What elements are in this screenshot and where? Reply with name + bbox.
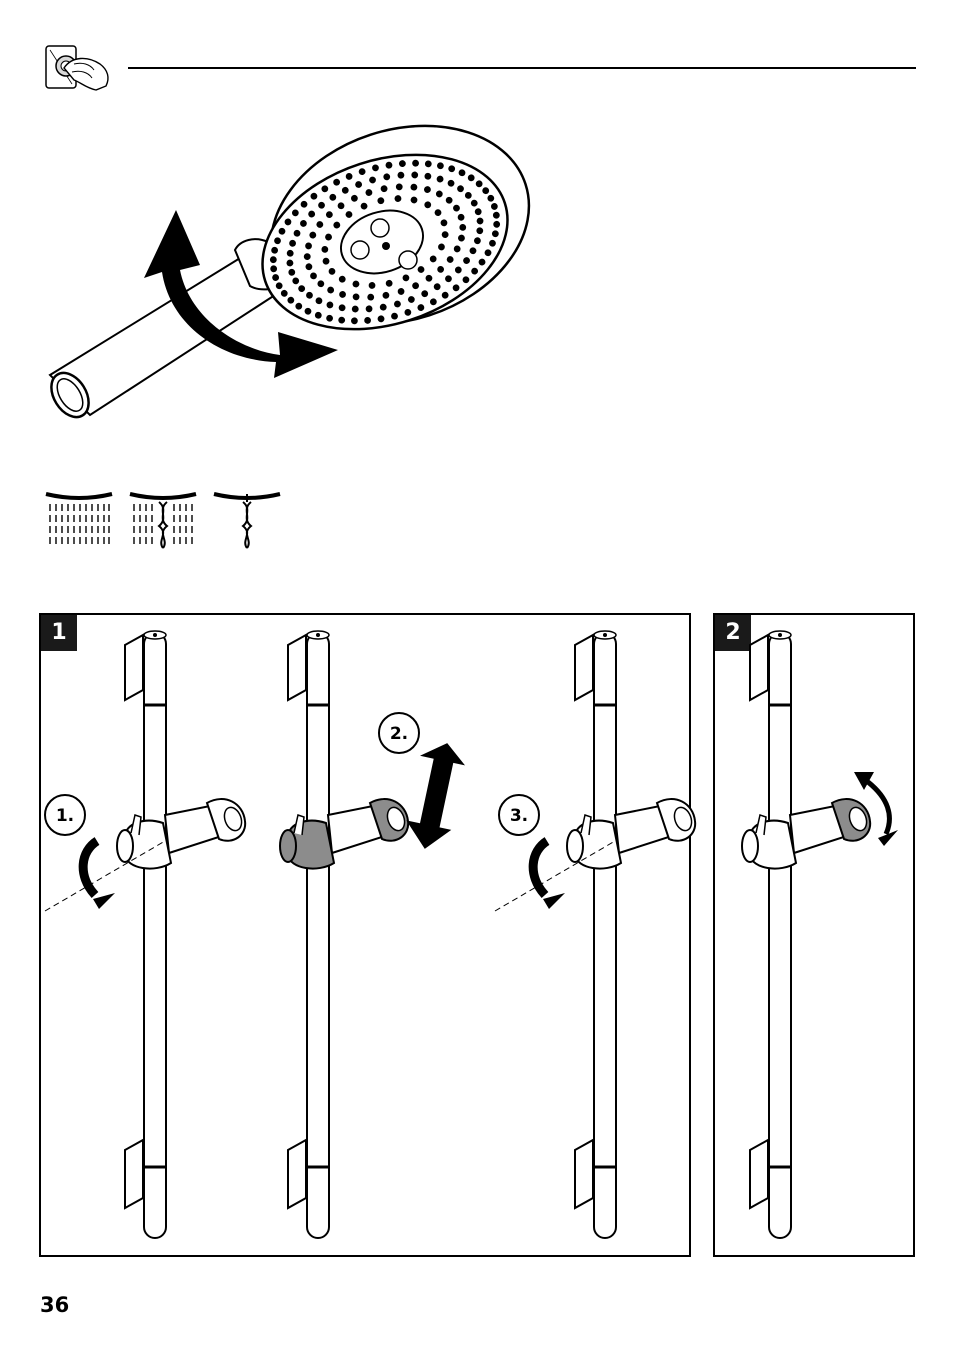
shower-rail [742,631,870,1238]
shower-rail [45,631,245,1238]
up-down-arrow-icon [401,738,468,853]
page-number: 36 [40,1293,69,1317]
shower-rail [495,631,695,1238]
shower-rail [280,631,408,1238]
